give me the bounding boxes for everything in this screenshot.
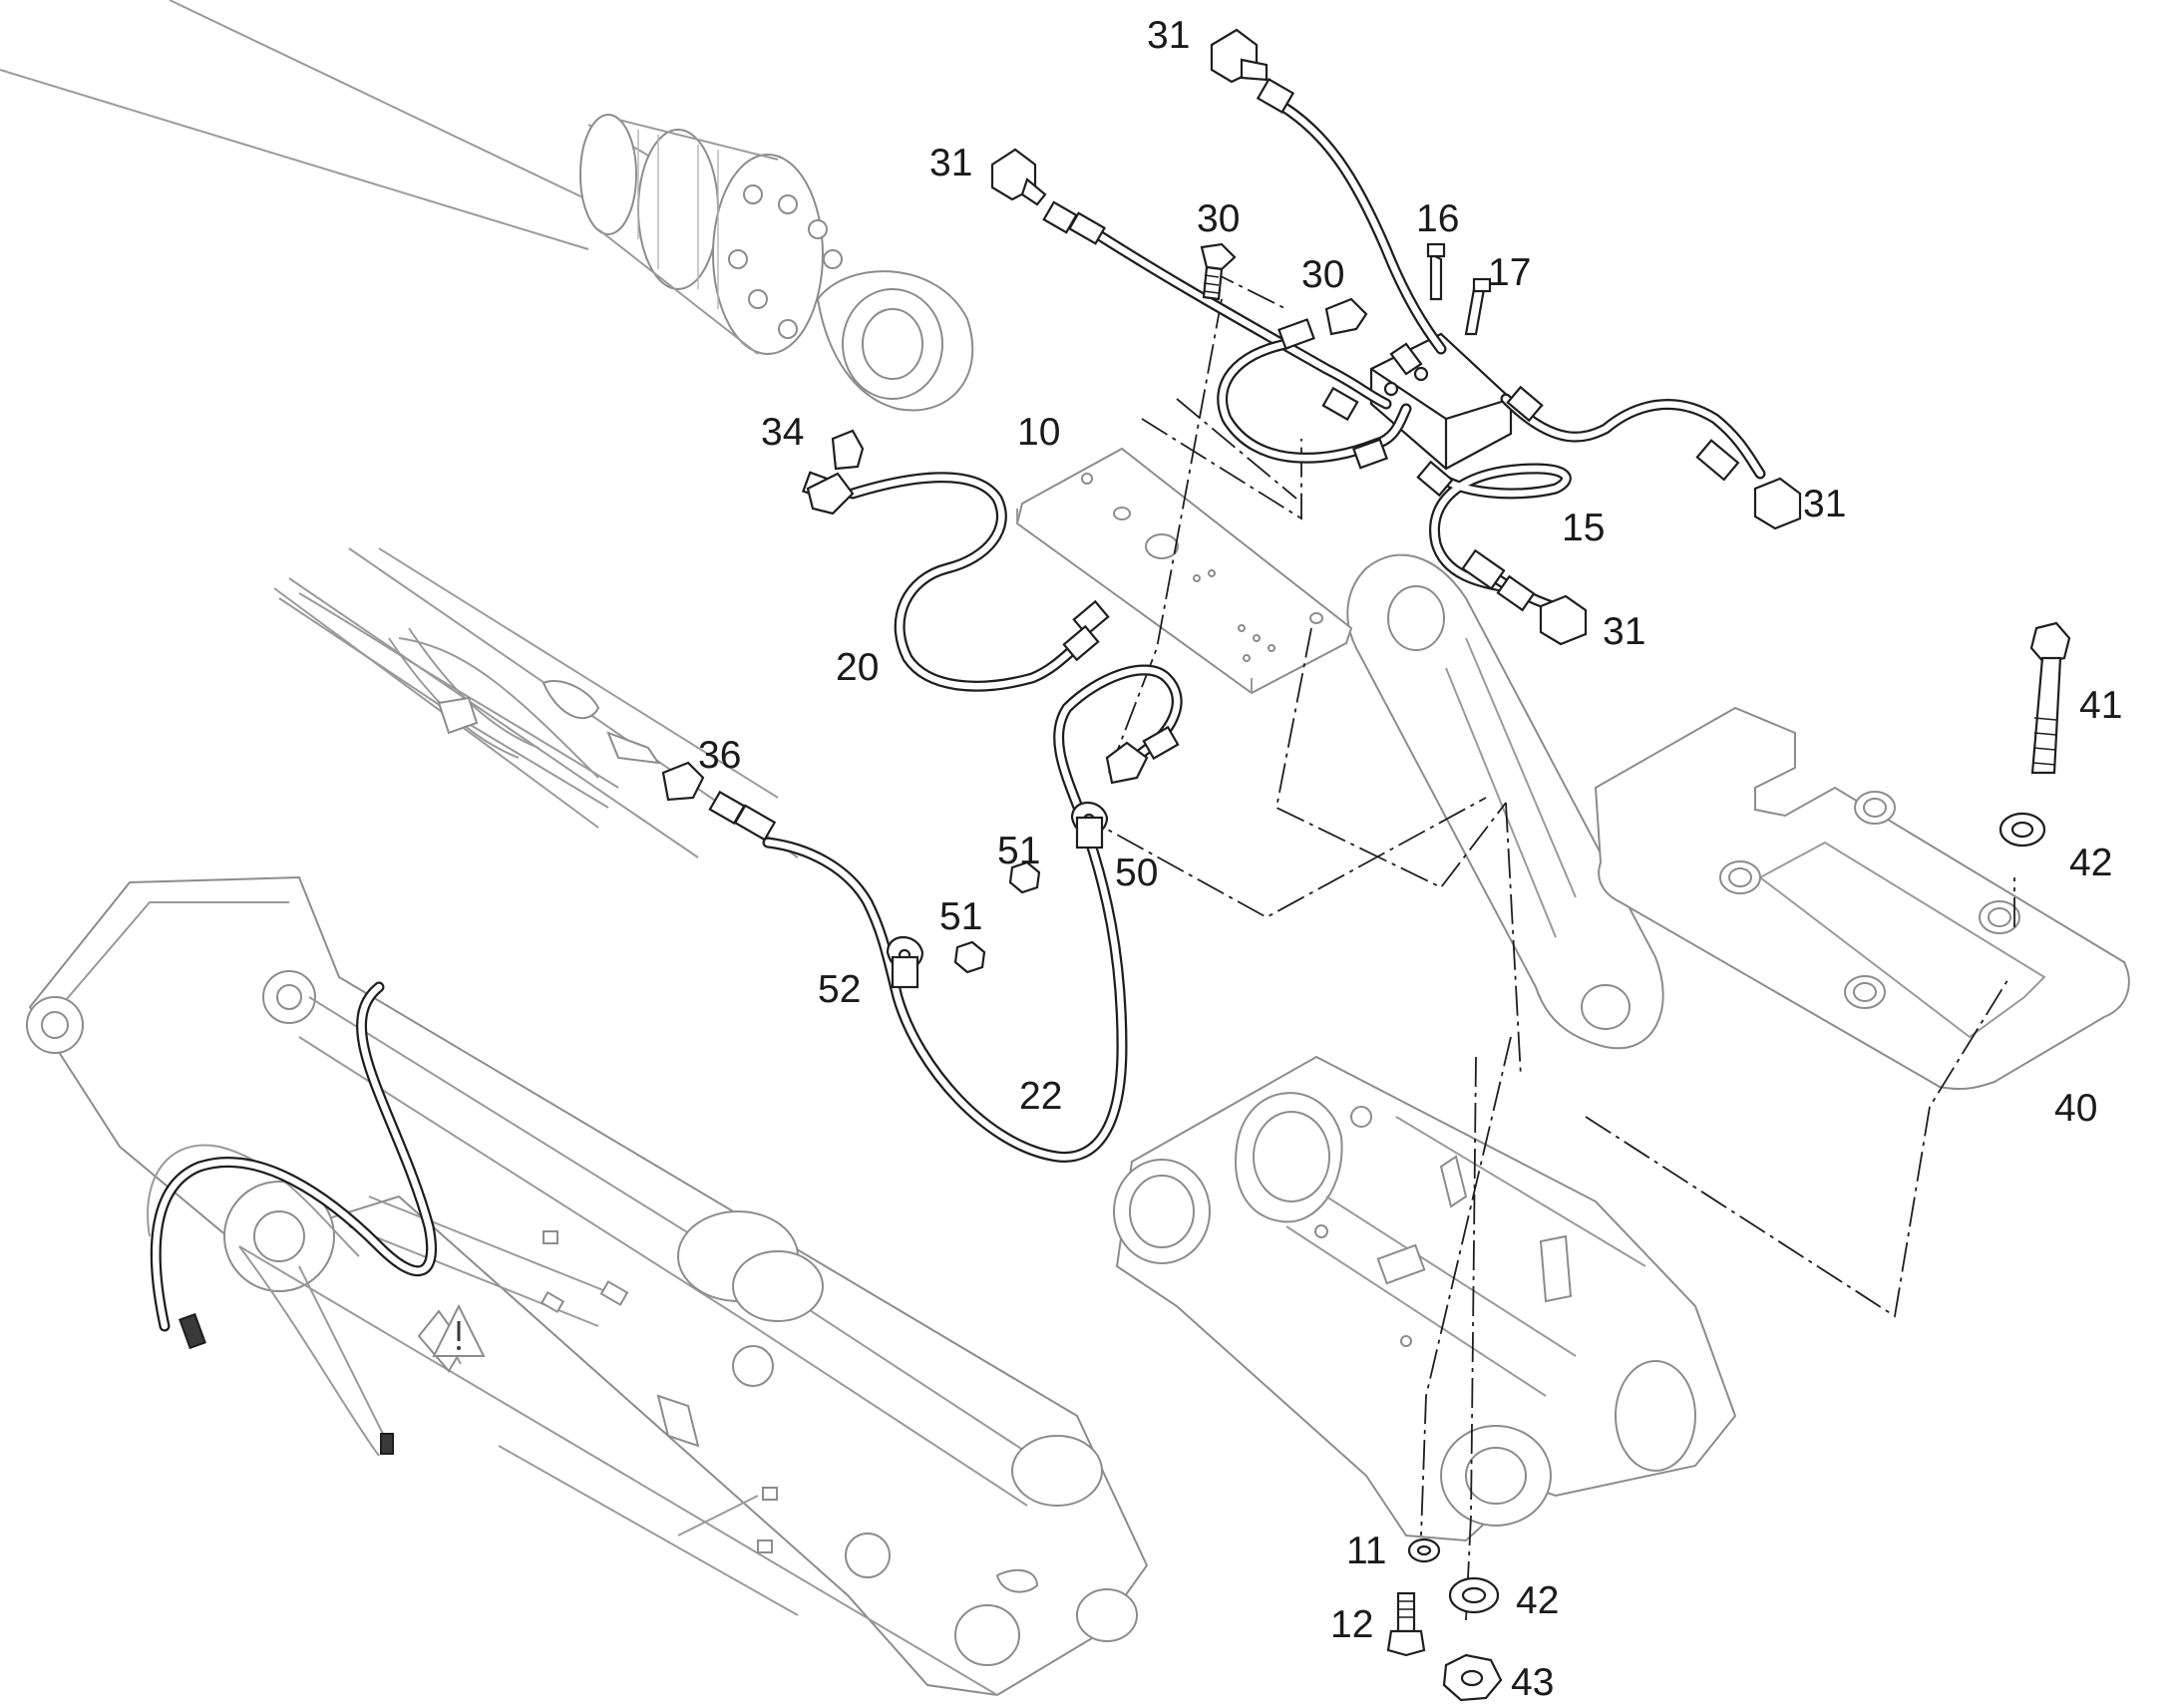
callout-31-right: 31	[1803, 483, 1846, 525]
base-frame	[1113, 1055, 1737, 1542]
callout-36: 36	[698, 734, 741, 777]
boom-arm-assembly	[26, 547, 1149, 1697]
callout-22: 22	[1019, 1075, 1062, 1118]
callout-31-top: 31	[1147, 14, 1190, 57]
callout-51-upper: 51	[997, 830, 1040, 872]
callout-50: 50	[1115, 852, 1158, 894]
callout-51-lower: 51	[939, 895, 982, 938]
callout-52: 52	[818, 968, 861, 1011]
callout-12: 12	[1330, 1603, 1373, 1646]
cover-plate	[1594, 706, 2130, 1091]
fittings	[661, 28, 2071, 1702]
callout-20: 20	[836, 646, 879, 689]
callout-11: 11	[1346, 1530, 1387, 1572]
callout-labels: 31 31 30 30 16 17 10 34 31 15 31 20 36 4…	[698, 14, 2122, 1704]
callout-30-left: 30	[1197, 197, 1240, 240]
callout-43: 43	[1511, 1661, 1554, 1704]
callout-41: 41	[2079, 684, 2122, 727]
callout-42-lower: 42	[1516, 1579, 1559, 1622]
callout-42-upper: 42	[2069, 842, 2112, 884]
callout-34: 34	[761, 411, 804, 454]
boom-cylinder	[0, 0, 974, 412]
valve-block	[1369, 332, 1513, 471]
callout-15: 15	[1562, 507, 1605, 549]
connecting-link	[1346, 553, 1664, 1050]
callout-16: 16	[1416, 197, 1459, 240]
callout-40: 40	[2054, 1087, 2097, 1130]
callout-31-lower: 31	[1603, 610, 1645, 653]
background-hoses	[278, 592, 661, 809]
callout-10: 10	[1017, 411, 1060, 454]
callout-31-left: 31	[929, 142, 972, 184]
mounting-plate	[1015, 447, 1353, 695]
callout-30-right: 30	[1301, 253, 1344, 296]
callout-17: 17	[1488, 251, 1531, 294]
